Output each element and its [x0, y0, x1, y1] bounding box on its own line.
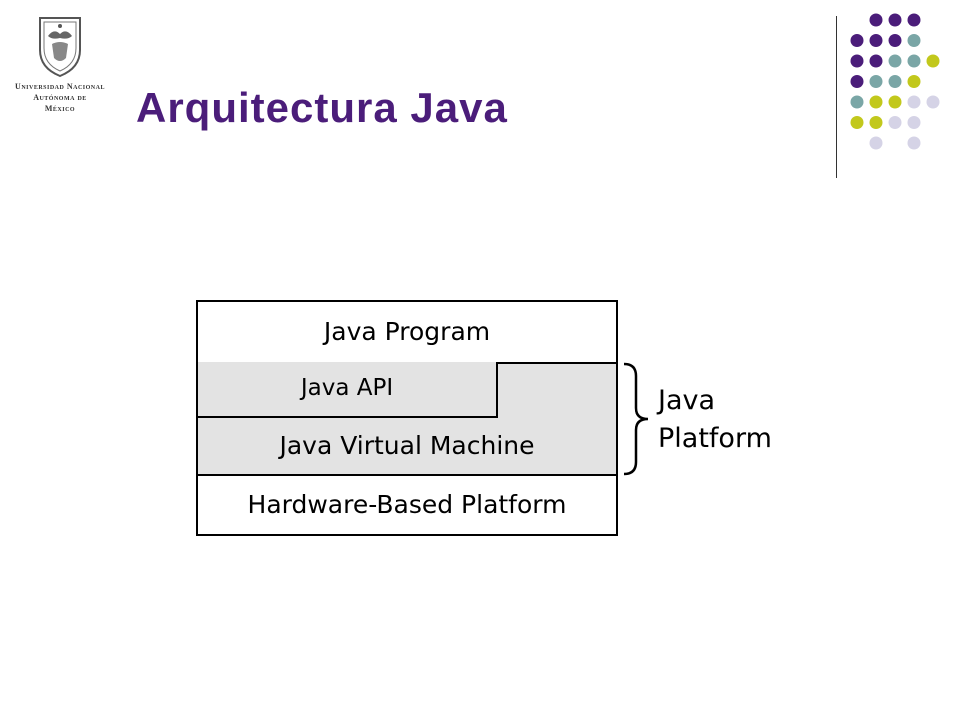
- java-platform-label: Java Platform: [658, 382, 772, 458]
- decorative-dot: [869, 95, 883, 109]
- decorative-dot: [888, 116, 902, 129]
- layer-java-api: Java API: [196, 362, 498, 418]
- decorative-dot: [869, 13, 883, 27]
- layer-java-program: Java Program: [196, 300, 618, 364]
- decorative-dot: [869, 34, 883, 47]
- decorative-dot: [869, 54, 883, 68]
- layer-hardware-based-platform: Hardware-Based Platform: [196, 474, 618, 536]
- curly-brace-icon: [623, 362, 649, 476]
- decorative-dot: [869, 75, 883, 88]
- decorative-dot: [907, 34, 921, 47]
- decorative-dot: [907, 136, 921, 150]
- decorative-dot: [907, 95, 921, 109]
- divider-line: [836, 16, 837, 178]
- decorative-dot: [888, 54, 902, 68]
- decorative-dot: [907, 54, 921, 68]
- decorative-dot-grid: [850, 13, 940, 150]
- decorative-dot: [907, 13, 921, 27]
- decorative-dot: [907, 75, 921, 88]
- java-platform-label-line1: Java: [658, 385, 716, 416]
- decorative-dot: [888, 34, 902, 47]
- decorative-dot: [869, 136, 883, 150]
- decorative-dot: [888, 13, 902, 27]
- decorative-dot: [888, 95, 902, 109]
- decorative-dot: [888, 75, 902, 88]
- decorative-dot: [850, 34, 864, 47]
- java-platform-label-line2: Platform: [658, 423, 772, 454]
- decorative-dot: [926, 95, 940, 109]
- logo-text-line2: Autónoma de: [33, 93, 87, 102]
- decorative-dot: [869, 116, 883, 129]
- java-architecture-diagram: Java Program Java API Java Virtual Machi…: [196, 300, 796, 536]
- slide-title: Arquitectura Java: [136, 84, 508, 131]
- decorative-dot: [850, 116, 864, 129]
- logo-text-line3: México: [44, 104, 76, 113]
- decorative-dot: [907, 116, 921, 129]
- logo-text-line1: Universidad Nacional: [15, 82, 105, 91]
- decorative-dot: [850, 75, 864, 88]
- decorative-dot: [850, 95, 864, 109]
- unam-seal-icon: [39, 17, 81, 78]
- decorative-dot: [850, 54, 864, 68]
- unam-logo: Universidad Nacional Autónoma de México: [14, 14, 106, 118]
- layer-java-virtual-machine: Java Virtual Machine: [279, 431, 535, 460]
- decorative-dot: [926, 54, 940, 68]
